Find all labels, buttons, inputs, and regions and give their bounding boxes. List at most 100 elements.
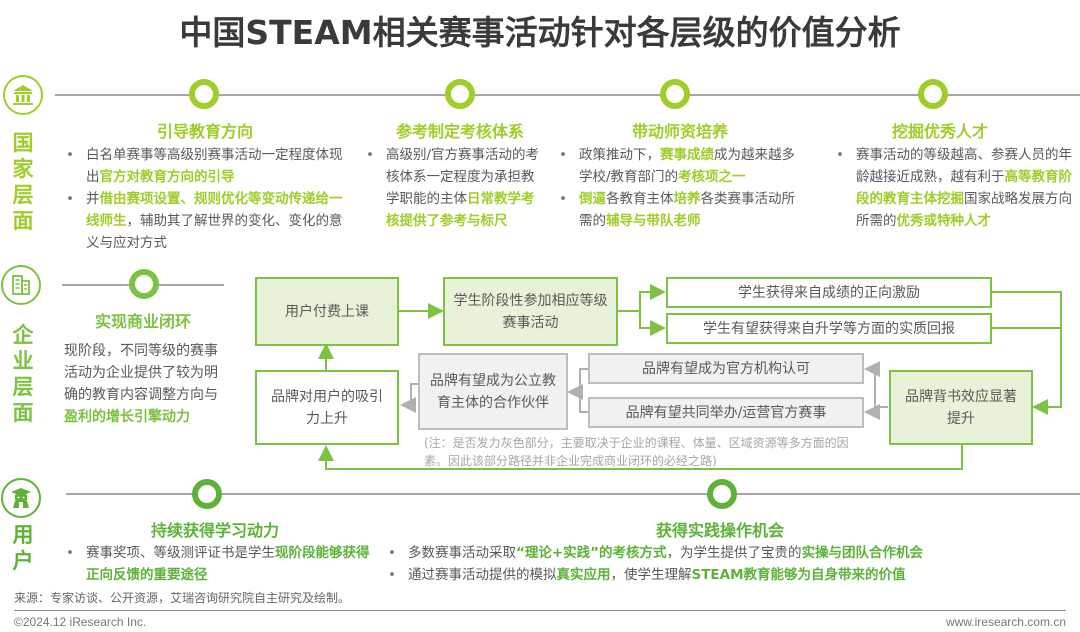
body-text: ，为学生提供了宝贵的: [666, 545, 802, 561]
highlight-text: 借由赛项设置、规则优化等变动传递给一线师生: [86, 191, 343, 229]
national-col-bullets: • 赛事活动的等级越高、参赛人员的年龄越接近成熟，越有利于高等教育阶段的教育主体挖…: [830, 144, 1075, 232]
arrow-endorsement-loop: [318, 444, 963, 470]
highlight-text: 盈利的增长引擎动力: [64, 409, 190, 425]
body-text: 现阶段，不同等级的赛事活动为企业提供了较为明确的教育内容调整方向与: [64, 343, 218, 403]
highlight-text: 赛事成绩: [660, 147, 714, 163]
bullet-item: • 多数赛事活动采取“理论+实践”的考核方式，为学生提供了宝贵的实操与团队合作机会: [382, 542, 1072, 564]
bullet-item: •高级别/官方赛事活动的考核体系一定程度为承担教学职能的主体日常教学考核提供了参…: [360, 144, 546, 232]
highlight-text: 现阶段能够获得正向反馈的重要途径: [86, 545, 370, 583]
node-ring: [189, 79, 219, 109]
government-building-icon: [3, 75, 43, 115]
bullet-item: • 通过赛事活动提供的模拟真实应用，使学生理解STEAM教育能够为自身带来的价值: [382, 564, 1072, 586]
user-col-title: 持续获得学习动力: [150, 521, 279, 540]
bullet-item: • 并借由赛项设置、规则优化等变动传递给一线师生，辅助其了解世界的变化、变化的意义…: [60, 188, 350, 254]
national-col-title: 引导教育方向: [156, 122, 253, 141]
user-col-title: 获得实践操作机会: [655, 521, 784, 540]
highlight-text: 日常教学考核提供了参考与标尺: [386, 191, 535, 229]
arrow-to-cohost: [864, 404, 880, 420]
bullet-dot-icon: •: [559, 191, 567, 207]
body-text: 多数赛事活动采取: [408, 545, 516, 561]
bullet-item: • 政策推动下，赛事成绩成为越来越多学校/教育部门的考核项之一: [553, 144, 803, 188]
highlight-text: “理论+实践”的考核方式: [516, 545, 667, 561]
body-text: ，辅助其了解世界的变化、变化的意义与应对方式: [86, 213, 343, 251]
user-col-bullets: • 多数赛事活动采取“理论+实践”的考核方式，为学生提供了宝贵的实操与团队合作机会…: [382, 542, 1072, 586]
body-text: 各教育主体: [606, 191, 674, 207]
body-text: 各类赛事活动所需的: [579, 191, 795, 229]
national-col-bullets: • 政策推动下，赛事成绩成为越来越多学校/教育部门的考核项之一 • 倒逼各教育主体培养…: [553, 144, 803, 232]
body-text: 国家战略发展方向所需的: [856, 191, 1072, 229]
national-col-title: 带动师资培养: [631, 122, 728, 141]
copyright: ©2024.12 iResearch Inc.: [14, 615, 147, 629]
node-ring: [707, 479, 737, 509]
highlight-text: 倒逼: [579, 191, 606, 207]
bullet-dot-icon: •: [388, 545, 396, 561]
arrow-to-official-recognition: [864, 361, 888, 408]
national-divider-line: [55, 94, 1080, 96]
bullet-dot-icon: •: [66, 147, 74, 163]
bullet-item: • 白名单赛事等高级别赛事活动一定程度体现出官方对教育方向的引导: [60, 144, 350, 188]
office-building-icon: [1, 265, 41, 305]
flow-box-brand-attraction: 品牌对用户的吸引力上升: [255, 370, 399, 445]
flow-box-student-participates: 学生阶段性参加相应等级赛事活动: [443, 277, 618, 346]
flow-note: (注：是否发力灰色部分，主要取决于企业的课程、体量、区域资源等多方面的因素。因此…: [424, 436, 849, 468]
highlight-text: 辅导与带队老师: [606, 213, 701, 229]
arrow-to-endorsement: [992, 291, 1062, 415]
bullet-dot-icon: •: [66, 191, 74, 207]
flow-box-brand-endorsement: 品牌背书效应显著提升: [889, 370, 1033, 445]
arrow-to-incentive: [618, 284, 666, 312]
national-level-label: 国家层面: [12, 131, 34, 233]
highlight-text: 培养: [673, 191, 701, 207]
bullet-item: • 倒逼各教育主体培养各类赛事活动所需的辅导与带队老师: [553, 188, 803, 232]
enterprise-body: 现阶段，不同等级的赛事活动为企业提供了较为明确的教育内容调整方向与盈利的增长引擎…: [64, 340, 230, 428]
bullet-dot-icon: •: [836, 147, 844, 163]
bullet-dot-icon: •: [559, 147, 567, 163]
body-text: 政策推动下，: [579, 147, 660, 163]
node-ring: [192, 479, 222, 509]
national-col-bullets: •高级别/官方赛事活动的考核体系一定程度为承担教学职能的主体日常教学考核提供了参…: [360, 144, 546, 232]
bullet-item: • 赛事活动的等级越高、参赛人员的年龄越接近成熟，越有利于高等教育阶段的教育主体挖…: [830, 144, 1075, 232]
node-ring: [918, 79, 948, 109]
bullet-dot-icon: •: [366, 147, 374, 163]
student-graduate-icon: [1, 478, 41, 518]
national-col-bullets: • 白名单赛事等高级别赛事活动一定程度体现出官方对教育方向的引导 • 并借由赛项设置、…: [60, 144, 350, 254]
enterprise-level-label: 企业层面: [12, 323, 34, 425]
body-text: 通过赛事活动提供的模拟: [408, 567, 557, 583]
source-note: 来源：专家访谈、公开资源，艾瑞咨询研究院自主研究及绘制。: [14, 591, 351, 605]
flow-box-admission-return: 学生有望获得来自升学等方面的实质回报: [666, 313, 992, 344]
bullet-dot-icon: •: [66, 545, 74, 561]
highlight-text: 优秀或特种人才: [896, 213, 992, 229]
highlight-text: 官方对教育方向的引导: [99, 169, 235, 185]
flow-box-user-pays: 用户付费上课: [255, 277, 399, 346]
highlight-text: STEAM教育能够为自身带来的价值: [691, 567, 906, 583]
user-col-bullets: •赛事奖项、等级测评证书是学生现阶段能够获得正向反馈的重要途径: [60, 542, 380, 586]
highlight-text: 实操与团队合作机会: [801, 545, 924, 561]
body-text: 成为越来越多学校/教育部门的: [579, 147, 795, 185]
page-title: 中国STEAM相关赛事活动针对各层级的价值分析: [179, 13, 901, 52]
node-ring: [660, 79, 690, 109]
website: www.iresearch.com.cn: [945, 615, 1066, 629]
flow-box-official-recognition: 品牌有望成为官方机构认可: [588, 353, 864, 384]
flow-box-cohost-events: 品牌有望共同举办/运营官方赛事: [588, 397, 864, 428]
body-text: 并: [86, 191, 100, 207]
bullet-dot-icon: •: [388, 567, 396, 583]
bullet-item: •赛事奖项、等级测评证书是学生现阶段能够获得正向反馈的重要途径: [60, 542, 380, 586]
national-col-title: 参考制定考核体系: [395, 122, 524, 141]
arrow-to-admission: [639, 311, 666, 336]
user-divider-line: [66, 493, 1080, 495]
highlight-text: 高等教育阶段的教育主体挖掘: [856, 169, 1072, 207]
highlight-text: 考核项之一: [678, 169, 746, 185]
body-text: 白名单赛事等高级别赛事活动一定程度体现出: [86, 147, 343, 185]
highlight-text: 真实应用: [556, 567, 611, 583]
line-gray-join: [579, 368, 588, 413]
flow-box-positive-incentive: 学生获得来自成绩的正向激励: [666, 277, 992, 308]
arrow-to-attraction: [400, 383, 418, 413]
flow-box-public-partner: 品牌有望成为公立教育主体的合作伙伴: [418, 353, 568, 430]
national-col-title: 挖掘优秀人才: [891, 122, 988, 141]
body-text: ，使学生理解: [610, 567, 692, 583]
user-level-label: 用户: [12, 523, 34, 573]
enterprise-title: 实现商业闭环: [94, 312, 191, 331]
node-ring: [445, 79, 475, 109]
body-text: 赛事活动的等级越高、参赛人员的年龄越接近成熟，越有利于: [856, 147, 1072, 185]
footer-divider: [14, 610, 1066, 611]
